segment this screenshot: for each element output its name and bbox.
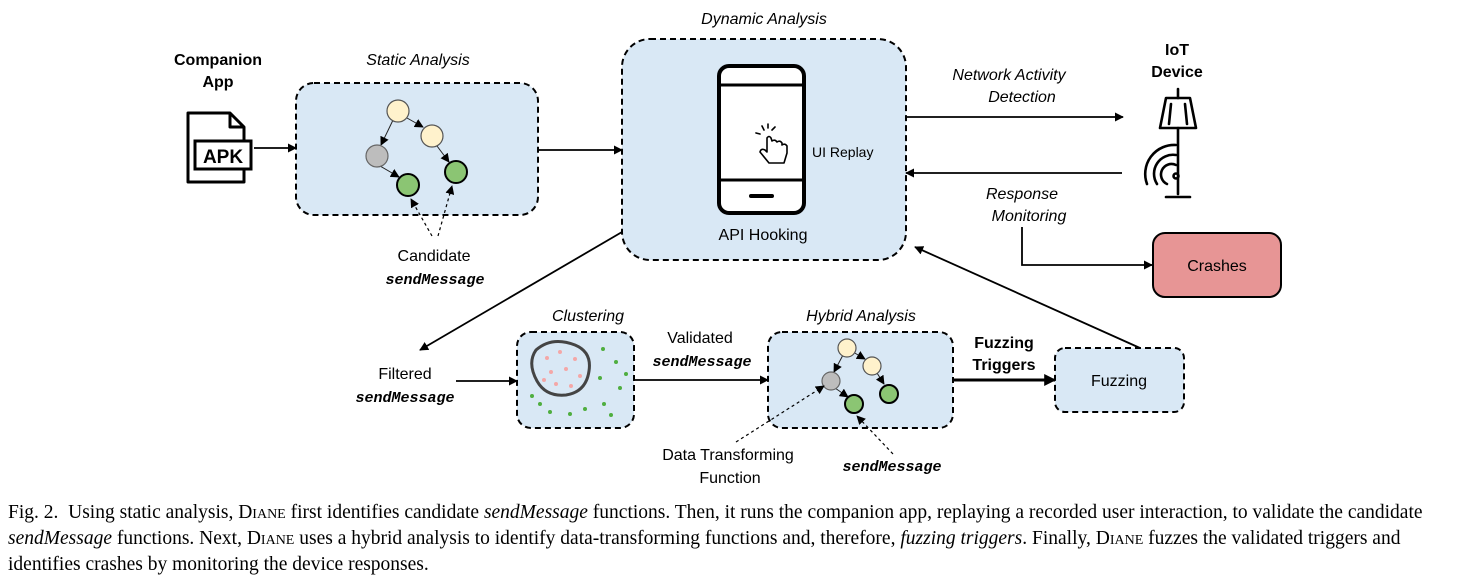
fuzzing-label: Fuzzing	[1091, 373, 1147, 390]
graph-node	[862, 356, 882, 376]
caption-fig: Fig. 2.	[8, 502, 59, 523]
caption-sendmessage: sendMessage	[8, 528, 112, 549]
response-monitoring-label-2: Monitoring	[992, 208, 1067, 225]
network-activity-label-2: Detection	[988, 89, 1056, 106]
caption-text: fuzzes the validated triggers and identi…	[8, 528, 1401, 575]
caption-diane: Diane	[1095, 528, 1144, 549]
data-transforming-pointer	[735, 385, 825, 443]
graph-node-target	[396, 173, 420, 197]
tap-hand-icon	[755, 123, 788, 164]
filtered-sendmessage: sendMessage	[355, 390, 454, 407]
figure-caption: Fig. 2. Using static analysis, Diane fir…	[8, 500, 1464, 578]
companion-app-label-1: Companion	[174, 52, 262, 69]
smartphone-icon	[717, 64, 806, 215]
fuzzing-box	[1054, 347, 1185, 413]
caption-diane: Diane	[246, 528, 295, 549]
arrow-dynamic-to-filtered	[419, 231, 623, 351]
hybrid-analysis-title: Hybrid Analysis	[806, 308, 916, 325]
caption-text: functions. Next,	[116, 528, 242, 549]
caption-text: uses a hybrid analysis to identify data-…	[299, 528, 896, 549]
graph-node-target	[844, 394, 864, 414]
candidate-label: Candidate	[398, 248, 471, 265]
caption-text: Using static analysis,	[68, 502, 234, 523]
clustering-title: Clustering	[552, 308, 624, 325]
validated-sendmessage: sendMessage	[652, 354, 751, 371]
network-activity-label-1: Network Activity	[952, 67, 1066, 84]
ui-replay-label: UI Replay	[812, 144, 873, 160]
hybrid-sendmessage: sendMessage	[842, 459, 941, 476]
api-hooking-label: API Hooking	[719, 227, 808, 244]
hybrid-call-graph	[821, 338, 899, 414]
graph-node	[821, 371, 841, 391]
crashes-box	[1152, 232, 1282, 298]
iot-device-label-2: Device	[1151, 64, 1203, 81]
graph-node	[420, 124, 444, 148]
apk-file-icon: APK	[186, 111, 253, 184]
hybrid-analysis-box	[767, 331, 954, 429]
candidate-sendmessage: sendMessage	[385, 272, 484, 289]
caption-fuzzing-triggers: fuzzing triggers	[900, 528, 1023, 549]
caption-text: functions. Then, it runs the companion a…	[592, 502, 1423, 523]
static-call-graph	[365, 99, 468, 197]
iot-lamp-icon	[1143, 87, 1198, 199]
caption-sendmessage: sendMessage	[483, 502, 588, 523]
caption-diane: Diane	[238, 502, 286, 523]
static-analysis-box	[295, 82, 539, 216]
companion-app-label-2: App	[202, 74, 233, 91]
fuzzing-triggers-label-1: Fuzzing	[974, 335, 1034, 352]
caption-text: first identifies candidate	[290, 502, 480, 523]
graph-node-target	[444, 160, 468, 184]
arrow-fuzzing-to-dynamic	[914, 246, 1141, 349]
fuzzing-triggers-label-2: Triggers	[972, 357, 1035, 374]
data-transforming-label-2: Function	[699, 470, 760, 487]
response-monitoring-label-1: Response	[986, 186, 1058, 203]
cluster-plot	[530, 339, 628, 417]
graph-node	[386, 99, 410, 123]
static-analysis-title: Static Analysis	[366, 52, 469, 69]
dynamic-analysis-title: Dynamic Analysis	[701, 11, 827, 28]
sendmessage-pointer	[856, 415, 894, 455]
graph-node-target	[879, 384, 899, 404]
filtered-label: Filtered	[378, 366, 431, 383]
crashes-label: Crashes	[1187, 258, 1247, 275]
graph-node	[837, 338, 857, 358]
iot-device-label-1: IoT	[1165, 42, 1189, 59]
caption-text: . Finally,	[1022, 528, 1091, 549]
validated-label: Validated	[667, 330, 733, 347]
data-transforming-label-1: Data Transforming	[662, 447, 794, 464]
candidate-pointer	[437, 185, 455, 237]
graph-node	[365, 144, 389, 168]
candidate-pointer	[410, 198, 433, 237]
arrow-to-crashes	[1021, 227, 1153, 270]
apk-label: APK	[203, 147, 243, 168]
